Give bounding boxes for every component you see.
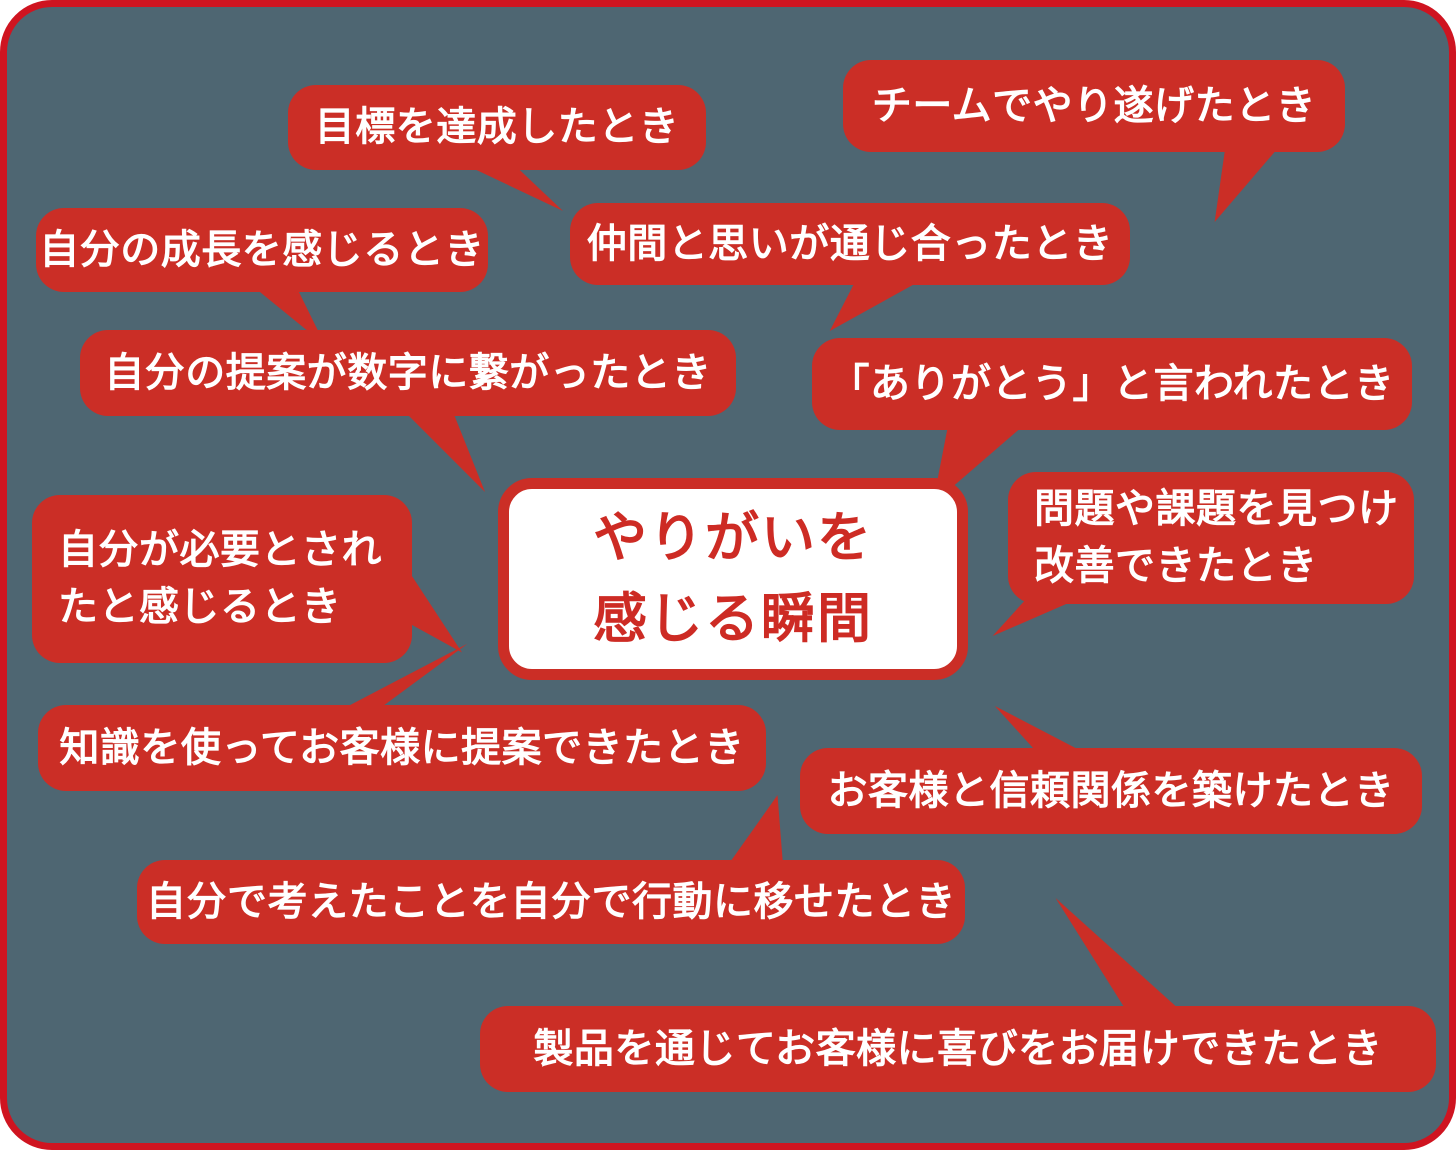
speech-bubble-growth: 自分の成長を感じるとき: [36, 208, 488, 292]
bubble-text: 自分の成長を感じるとき: [39, 227, 485, 272]
bubble-text: 知識を使ってお客様に提案できたとき: [59, 725, 745, 770]
speech-bubble-seihin: 製品を通じてお客様に喜びをお届けできたとき: [480, 1006, 1436, 1092]
bubble-text: 自分の提案が数字に繋がったとき: [104, 350, 712, 395]
bubble-text: 自分が必要とされ: [58, 528, 382, 573]
center-topic-line2: 感じる瞬間: [593, 589, 873, 649]
speech-bubble-goal: 目標を達成したとき: [288, 85, 706, 170]
speech-bubble-arigato: 「ありがとう」と言われたとき: [812, 338, 1412, 430]
speech-bubble-kangaeta: 自分で考えたことを自分で行動に移せたとき: [137, 860, 965, 944]
speech-bubble-mondai: 問題や課題を見つけ改善できたとき: [1008, 472, 1414, 604]
bubble-text: 仲間と思いが通じ合ったとき: [586, 221, 1114, 266]
speech-bubble-hitsuyou: 自分が必要とされたと感じるとき: [32, 495, 412, 663]
center-topic-line1: やりがいを: [593, 508, 873, 568]
bubble-text: 自分で考えたことを自分で行動に移せたとき: [146, 879, 956, 924]
speech-bubble-chishiki: 知識を使ってお客様に提案できたとき: [38, 705, 766, 791]
speech-bubble-shinrai: お客様と信頼関係を築けたとき: [800, 748, 1422, 834]
center-topic-box: やりがいを 感じる瞬間: [498, 478, 968, 680]
bubble-text: 問題や課題を見つけ: [1034, 487, 1399, 532]
speech-bubble-nakama: 仲間と思いが通じ合ったとき: [570, 203, 1130, 285]
bubble-text: 改善できたとき: [1034, 544, 1318, 588]
bubble-text: たと感じるとき: [58, 585, 342, 629]
speech-bubble-teian: 自分の提案が数字に繋がったとき: [80, 330, 736, 416]
bubble-text: 目標を達成したとき: [314, 105, 680, 150]
speech-bubble-team: チームでやり遂げたとき: [843, 60, 1345, 152]
bubble-text: お客様と信頼関係を築けたとき: [827, 768, 1395, 813]
bubble-text: 「ありがとう」と言われたとき: [829, 361, 1395, 406]
bubble-text: チームでやり遂げたとき: [871, 83, 1317, 128]
bubble-text: 製品を通じてお客様に喜びをお届けできたとき: [533, 1026, 1383, 1071]
